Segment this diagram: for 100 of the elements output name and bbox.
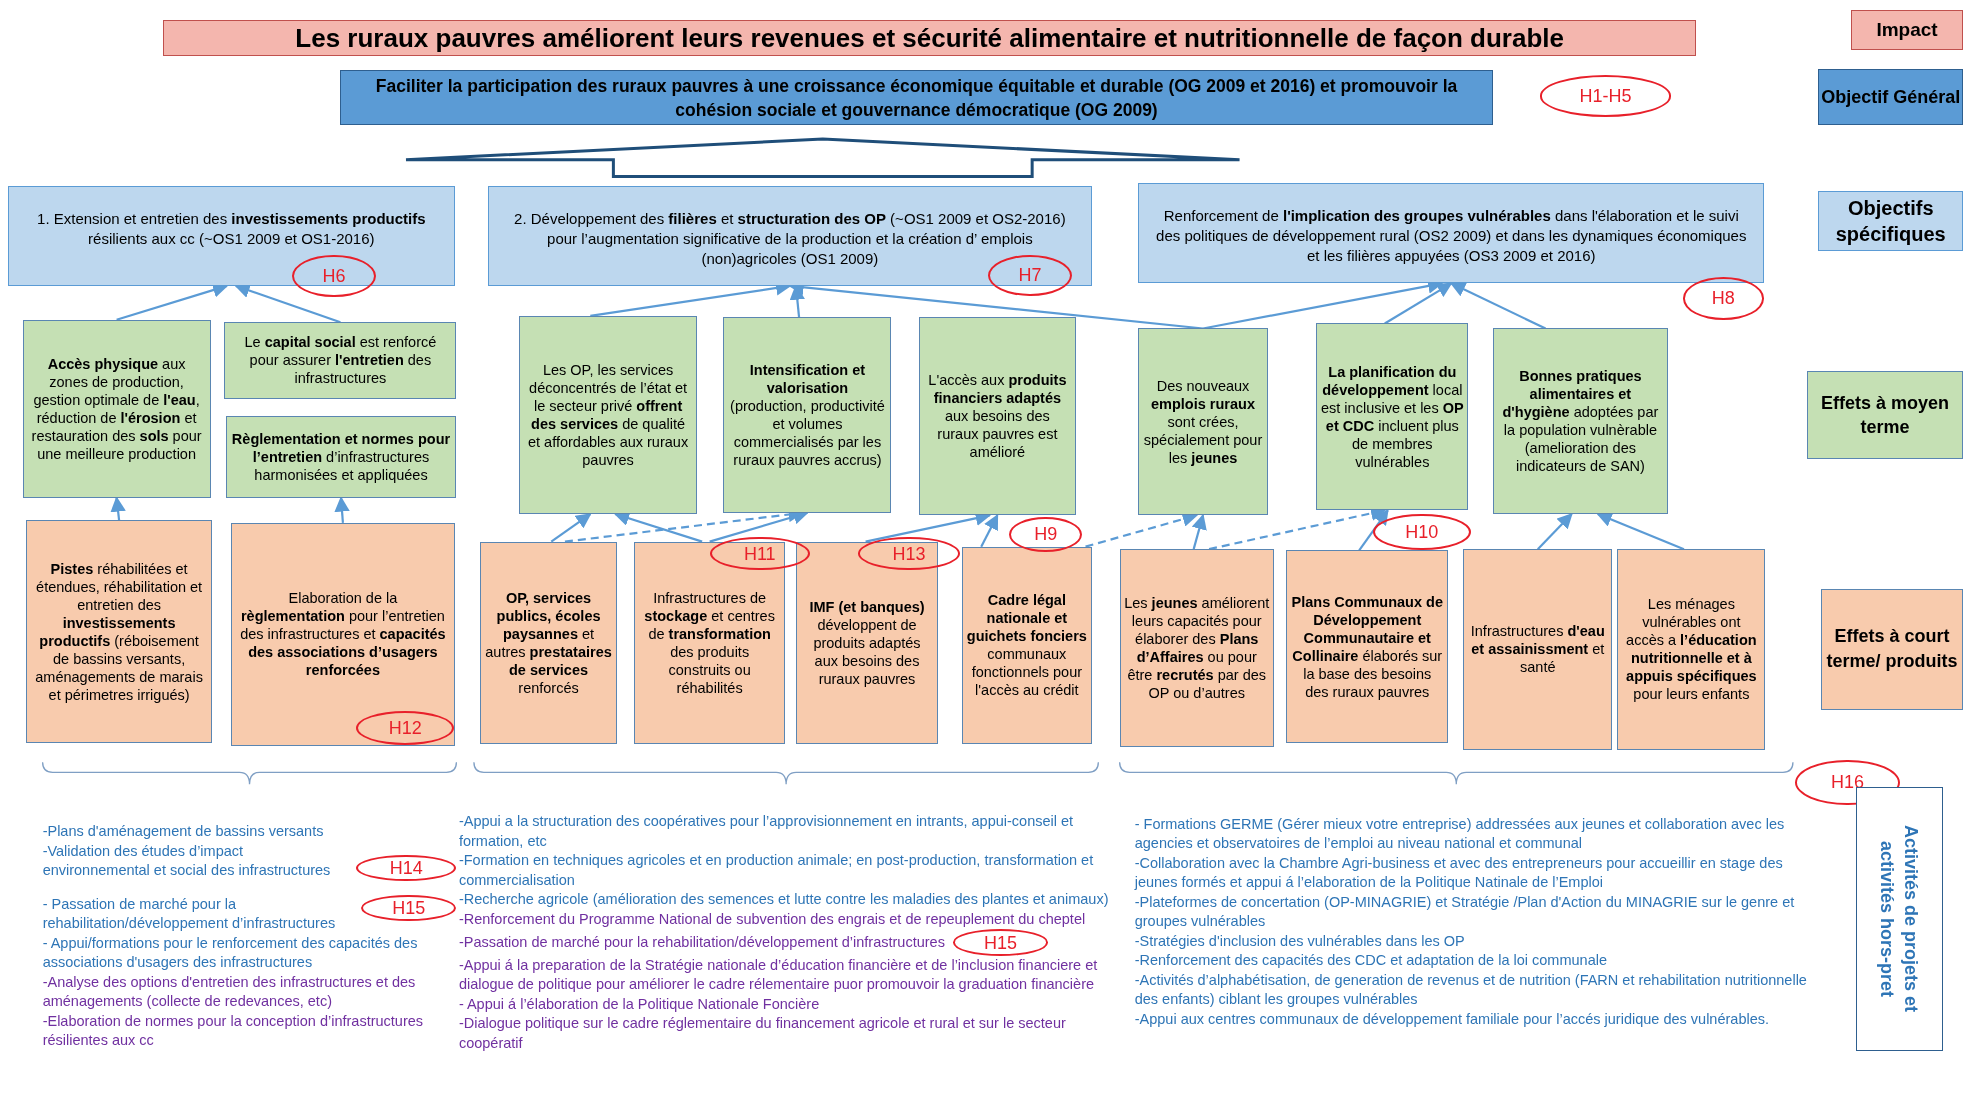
outcome-text: Bonnes pratiques alimentaires et d'hygiène adoptées par la population vulnèrable (amelioration des indicateurs de SAN): [1501, 367, 1660, 476]
activities-box: [1855, 787, 1944, 1051]
objective-box: [7, 185, 456, 286]
arrow: [550, 513, 592, 543]
activity-text: -Renforcement du Programme National de subvention des engrais et de repeuplement du cheptel: [458, 909, 1087, 929]
output-box: [796, 541, 938, 744]
level-box: [1820, 589, 1964, 710]
hypothesis-label: H13: [892, 544, 926, 563]
hypothesis-label: H7: [1018, 266, 1042, 285]
hypothesis-label: H15: [392, 899, 426, 918]
arrow: [1596, 512, 1685, 551]
hypothesis-label: H6: [322, 266, 346, 285]
outcome-box: [919, 317, 1076, 516]
output-box: [1286, 550, 1449, 744]
activity-text: -Activités d’alphabétisation, de generation de revenus et de nutrition (FARN et rehabilitation nutritionnelle des enfants) ciblant les groupes vulnérables: [1134, 970, 1808, 1010]
output-box: [230, 522, 456, 746]
output-text: Plans Communaux de Développement Communautaire et Collinaire élaborés sur la base des besoins des ruraux pauvres: [1290, 592, 1444, 701]
output-box: [961, 546, 1093, 744]
impact-box: [163, 20, 1697, 57]
hypothesis-label: H11: [743, 544, 776, 563]
output-text: Pistes réhabilitées et étendues, réhabilitation et entretien des investissements productifs (réboisement de bassins versants, aménagements de marais et périmetres irrigués): [34, 559, 204, 704]
hypothesis-label: H15: [984, 933, 1018, 952]
level-box: [1818, 68, 1964, 126]
outcome-box: [723, 317, 892, 513]
hypothesis-ellipse: [952, 929, 1049, 956]
outcome-text: Intensification et valorisation (production, productivité et volumes commercialisés par les ruraux pauvres accrus): [729, 361, 886, 469]
goal-box: [339, 70, 1494, 126]
output-box: [480, 541, 617, 744]
activity-text: - Formations GERME (Gérer mieux votre entreprise) addressées aux jeunes et collaboration avec les agencies et observatoires de l’emploi au niveau national et communal: [1134, 814, 1786, 854]
arrow: [1384, 282, 1453, 325]
activity-text: - Appui/formations pour le renforcement des capacités des associations d'usagers des infrastructures: [42, 934, 419, 973]
output-box: [1617, 549, 1766, 750]
outcome-box: [22, 319, 211, 498]
outcome-box: [519, 315, 698, 515]
outcome-text: Règlementation et normes pour l’entretien d’infrastructures harmonisées et appliquées: [230, 430, 452, 484]
output-text: IMF (et banques) développent de produits adaptés aux besoins des ruraux pauvres: [808, 597, 926, 688]
output-text: Infrastructures d'eau et assainissment et santé: [1469, 622, 1606, 677]
hypothesis-label: H16: [1830, 773, 1864, 792]
hypothesis-ellipse: [356, 711, 455, 745]
impact-text: Les ruraux pauvres améliorent leurs revenues et sécurité alimentaire et nutritionnelle de façon durable: [295, 21, 1564, 55]
level-label: Objectif Général: [1821, 86, 1961, 110]
outcome-box: [1493, 328, 1668, 515]
level-label: Effets à court terme/ produits: [1825, 625, 1959, 674]
hypothesis-label: H1-H5: [1579, 86, 1632, 105]
outcome-text: Les OP, les services déconcentrés de l’état et le secteur privé offrent des services de qualité et affordables aux ruraux pauvres: [527, 361, 690, 469]
hypothesis-ellipse: [1009, 516, 1082, 552]
activity-text: -Appui a la structuration des coopératives pour l’approvisionnement en intrants, appui-conseil et formation, etc: [458, 812, 1075, 851]
output-box: [634, 541, 785, 744]
output-text: Cadre légal nationale et guichets fonciers communaux fonctionnels pour l'accès au crédit: [965, 591, 1088, 700]
hypothesis-label: H9: [1034, 525, 1058, 544]
hypothesis-ellipse: [356, 854, 457, 881]
level-box: [1850, 10, 1964, 51]
outcome-text: L'accès aux produits financiers adaptés aux besoins des ruraux pauvres est amélioré: [927, 371, 1068, 462]
activity-text: -Plateformes de concertation (OP-MINAGRIE) et Stratégie /Plan d'Action du MINAGRIE sur le genre et groupes vulnérables: [1134, 892, 1796, 932]
goal-text: Faciliter la participation des ruraux pauvres à une croissance économique équitable et durable (OG 2009 et 2016) et promouvoir la cohésion sociale et gouvernance démocratique (OG 2009): [374, 74, 1459, 122]
hypothesis-ellipse: [292, 254, 377, 298]
activities-label: Activités de projets et activités hors-pret: [1876, 824, 1923, 1015]
hypothesis-label: H8: [1711, 289, 1735, 308]
output-text: Infrastructures de stockage et centres de transformation des produits construits ou réhabilités: [643, 588, 776, 697]
objective-text: Renforcement de l'implication des groupes vulnérables dans l'élaboration et le suivi des politiques de développement rural (OS2 2009) et dans les dynamiques économiques et les filières appuyées (OS3 2009 et 2016): [1155, 206, 1748, 267]
bracket: [403, 136, 1242, 179]
hypothesis-ellipse: [361, 895, 457, 922]
activity-text: -Plans d'aménagement de bassins versants: [42, 822, 325, 842]
hypothesis-ellipse: [709, 536, 810, 571]
activity-text: - Appui á l’élaboration de la Politique Nationale Foncière: [458, 994, 821, 1014]
outcome-box: [1138, 328, 1268, 516]
outcome-text: Le capital social est renforcé pour assurer l'entretien des infrastructures: [243, 333, 438, 388]
arrow: [1358, 509, 1389, 552]
level-label: Effets à moyen terme: [1820, 392, 1951, 439]
activity-text: -Renforcement des capacités des CDC et adaptation de la loi communale: [1134, 951, 1608, 971]
hypothesis-ellipse: [988, 254, 1072, 296]
activity-text: -Appui á la preparation de la Stratégie nationale d’éducation financière et de l’inclusion financiere et dialogue de politique pour améliorer le cadre rélementaire puor promouvoir la graduation financière: [458, 955, 1099, 995]
output-text: Elaboration de la règlementation pour l’entretien des infrastructures et capacités des associations d’usagers renforcées: [239, 589, 447, 680]
arrow: [1191, 513, 1207, 550]
arrow: [1449, 282, 1547, 330]
activity-text: -Validation des études d’impact environnemental et social des infrastructures: [42, 842, 332, 881]
activity-text: -Dialogue politique sur le cadre réglementaire du financement agricole et rural et sur le secteur coopératif: [458, 1014, 1067, 1053]
output-box: [26, 520, 212, 744]
activity-text: -Formation en techniques agricoles et en production animale; en post-production, transformation et commercialisation: [458, 851, 1095, 890]
objective-box: [1138, 183, 1765, 284]
outcome-box: [225, 416, 457, 498]
objective-text: 2. Développement des filières et structuration des OP (~OS1 2009 et OS2-2016) pour l’augmentation significative de la production et la création d’ emplois (non)agricoles (OS1 2009): [513, 208, 1067, 268]
objective-text: 1. Extension et entretien des investissements productifs résilients aux cc (~OS1 2009 et OS1-2016): [36, 208, 427, 249]
hypothesis-ellipse: [1682, 277, 1765, 320]
outcome-box: [224, 322, 457, 399]
hypothesis-ellipse: [1539, 75, 1672, 117]
outcome-box: [1316, 323, 1469, 511]
activity-text: -Analyse des options d'entretien des infrastructures et des aménagements (collecte de redevances, etc): [42, 973, 417, 1012]
objective-box: [487, 185, 1093, 286]
activity-text: -Appui aux centres communaux de développement familiale pour l’accés juridique des vulnérables.: [1134, 1009, 1770, 1029]
activity-text: -Collaboration avec la Chambre Agri-business et avec des entrepreneurs pour accueillir en stage des jeunes formés et appui á l’elaboration de la Politique Natinale de l’Emploi: [1134, 853, 1784, 893]
output-box: [1119, 549, 1274, 748]
output-text: OP, services publics, écoles paysannes et autres prestataires de services renforcés: [484, 588, 613, 697]
output-text: Les ménages vulnérables ont accès a l’éducation nutritionnelle et à appuis spécifiques pour leurs enfants: [1625, 595, 1758, 704]
arrow: [110, 496, 126, 521]
hypothesis-ellipse: [1372, 514, 1471, 551]
outcome-text: Accès physique aux zones de production, gestion optimale de l'eau, réduction de l'érosion et restauration des sols pour une meilleure production: [30, 354, 203, 463]
output-box: [1463, 549, 1613, 750]
activity-text: -Stratégies d'inclusion des vulnérables dans les OP: [1134, 931, 1466, 951]
level-label: Objectifs spécifiques: [1834, 195, 1947, 247]
